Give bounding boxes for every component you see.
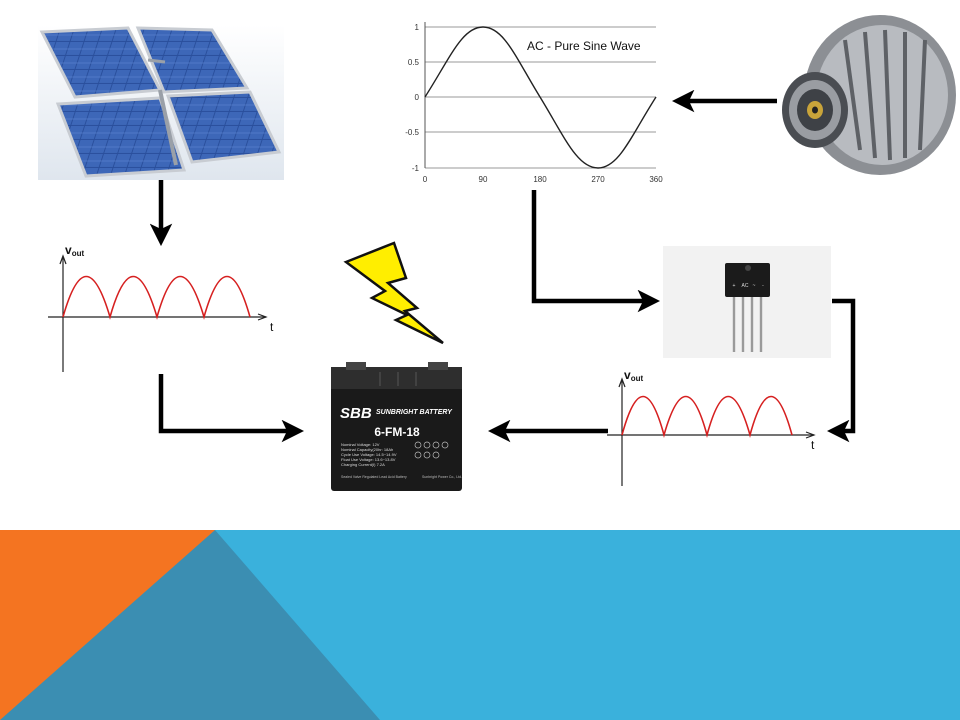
sine-series-line: [424, 26, 657, 169]
energy-diagram: AC - Pure Sine Wave 1 0.5 0 -0.5 -1 0 90…: [38, 8, 958, 491]
sine-wave-chart: AC - Pure Sine Wave 1 0.5 0 -0.5 -1 0 90…: [405, 22, 663, 184]
rect-left-series-line: [62, 275, 251, 320]
sine-x-tick: 360: [649, 175, 663, 184]
sine-x-tick: 180: [533, 175, 547, 184]
lightning-bolt-icon: [343, 241, 444, 345]
rect-right-x-arrow: [805, 431, 816, 439]
rect-right-y-label: vout: [624, 368, 643, 383]
footer-band: [0, 530, 960, 720]
arrow-rectifier-to-waveform: [826, 298, 856, 443]
rect-left-y-label: vout: [65, 243, 84, 258]
rectified-waveform-left: vout t: [48, 243, 274, 372]
sine-x-tick: 0: [423, 175, 428, 184]
bridge-pin-label: ~: [753, 283, 756, 289]
bridge-pin-label: -: [762, 283, 764, 289]
battery-brand-logo: SBB: [340, 405, 372, 422]
sine-y-tick: -1: [412, 164, 420, 173]
battery-footer-left: Sealed Valve Regulated Lead Acid Battery: [341, 475, 407, 479]
battery-image: SBB SUNBRIGHT BATTERY 6-FM-18 Nominal Vo…: [331, 362, 462, 491]
bridge-pin-label: +: [733, 283, 736, 289]
solar-panel-image: [38, 25, 284, 180]
battery-footer-right: Sunbright Power Co., Ltd.: [422, 475, 462, 479]
rect-right-series-line: [621, 396, 793, 439]
rect-left-y-arrow: [59, 254, 67, 265]
arrow-sine-to-rectifier: [531, 190, 661, 313]
battery-model: 6-FM-18: [374, 425, 420, 439]
rect-left-x-arrow: [257, 313, 268, 321]
sine-y-tick: 0.5: [408, 58, 420, 67]
battery-spec-line: Charging Current(I) 7.2A: [341, 462, 385, 467]
footer-orange-triangle: [0, 530, 215, 720]
sine-gridlines: [425, 26, 656, 169]
rectified-waveform-right: vout t: [607, 368, 816, 486]
arrow-waveform-left-to-battery: [158, 374, 305, 443]
bridge-pin-label: AC: [742, 283, 749, 289]
rect-left-x-label: t: [270, 320, 274, 334]
battery-warning-icons: [414, 441, 449, 459]
sine-y-tick: 1: [415, 23, 420, 32]
battery-spec-line: Cycle Use Voltage: 14.5~14.9V: [341, 452, 397, 457]
battery-spec-line: Float Use Voltage: 13.6~13.8V: [341, 457, 396, 462]
battery-spec-line: Nominal Capacity(20hr: 18Ah: [341, 447, 393, 452]
sine-chart-title: AC - Pure Sine Wave: [527, 39, 641, 53]
rect-right-x-label: t: [811, 438, 815, 452]
sine-x-tick: 90: [479, 175, 488, 184]
bridge-rectifier-image: + AC ~ -: [663, 246, 831, 358]
alternator-image: [778, 8, 958, 188]
rect-right-y-arrow: [618, 377, 626, 388]
battery-brand-name: SUNBRIGHT BATTERY: [376, 409, 453, 416]
sine-y-tick: 0: [415, 93, 420, 102]
sine-x-tick: 270: [591, 175, 605, 184]
sine-y-tick: -0.5: [405, 128, 419, 137]
battery-spec-line: Nominal Voltage: 12V: [341, 442, 380, 447]
